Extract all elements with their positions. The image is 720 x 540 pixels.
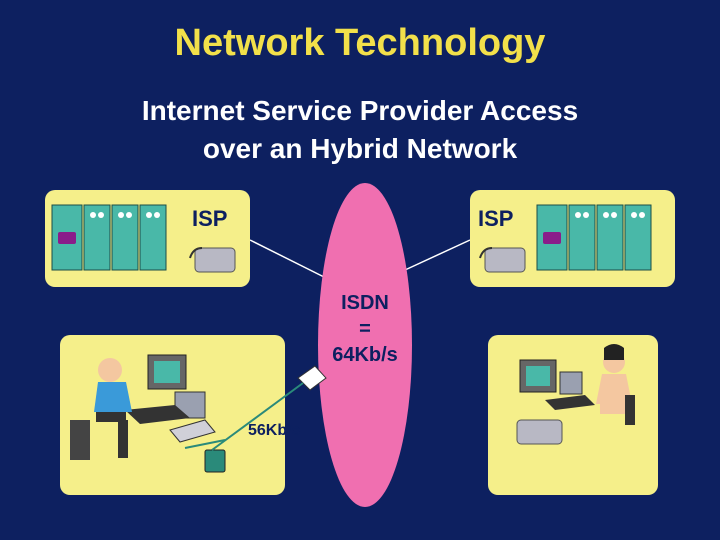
slide-title: Network Technology — [174, 22, 546, 64]
isp-left-panel — [45, 190, 250, 287]
isdn-label-line-2: = — [359, 318, 371, 340]
user-right-person — [596, 344, 635, 425]
isp-right-telephone — [479, 247, 526, 273]
link-isp-left-cloud — [249, 239, 331, 281]
isdn-label-line-1: ISDN — [341, 292, 389, 314]
isdn-label-line-3: 64Kb/s — [332, 344, 398, 366]
isp-left-telephone — [189, 247, 236, 273]
user-left-phone — [204, 449, 226, 473]
user-right-panel — [488, 335, 658, 495]
user-left-panel — [60, 335, 285, 495]
user-right-computer — [519, 359, 595, 410]
user-left-person — [70, 358, 132, 460]
subtitle-line-2: over an Hybrid Network — [202, 133, 518, 164]
link-isp-right-cloud — [404, 239, 471, 271]
isdn-cloud — [318, 183, 412, 507]
user-left-modem — [169, 419, 216, 443]
isdn-terminal-device — [297, 365, 327, 391]
user-left-computer — [125, 354, 206, 424]
isp-right-server-rack — [536, 204, 652, 271]
modem-speed-label: 56Kb/s — [248, 422, 301, 439]
slide-subtitle: Internet Service Provider Access over an… — [0, 92, 720, 168]
subtitle-line-1: Internet Service Provider Access — [141, 95, 579, 126]
isdn-speed-label: ISDN = 64Kb/s — [305, 290, 425, 368]
user-right-telephone — [516, 419, 563, 445]
isp-right-label: ISP — [478, 206, 514, 231]
isp-right-panel — [470, 190, 675, 287]
isp-left-label: ISP — [192, 206, 228, 231]
isp-left-server-rack — [51, 204, 167, 271]
